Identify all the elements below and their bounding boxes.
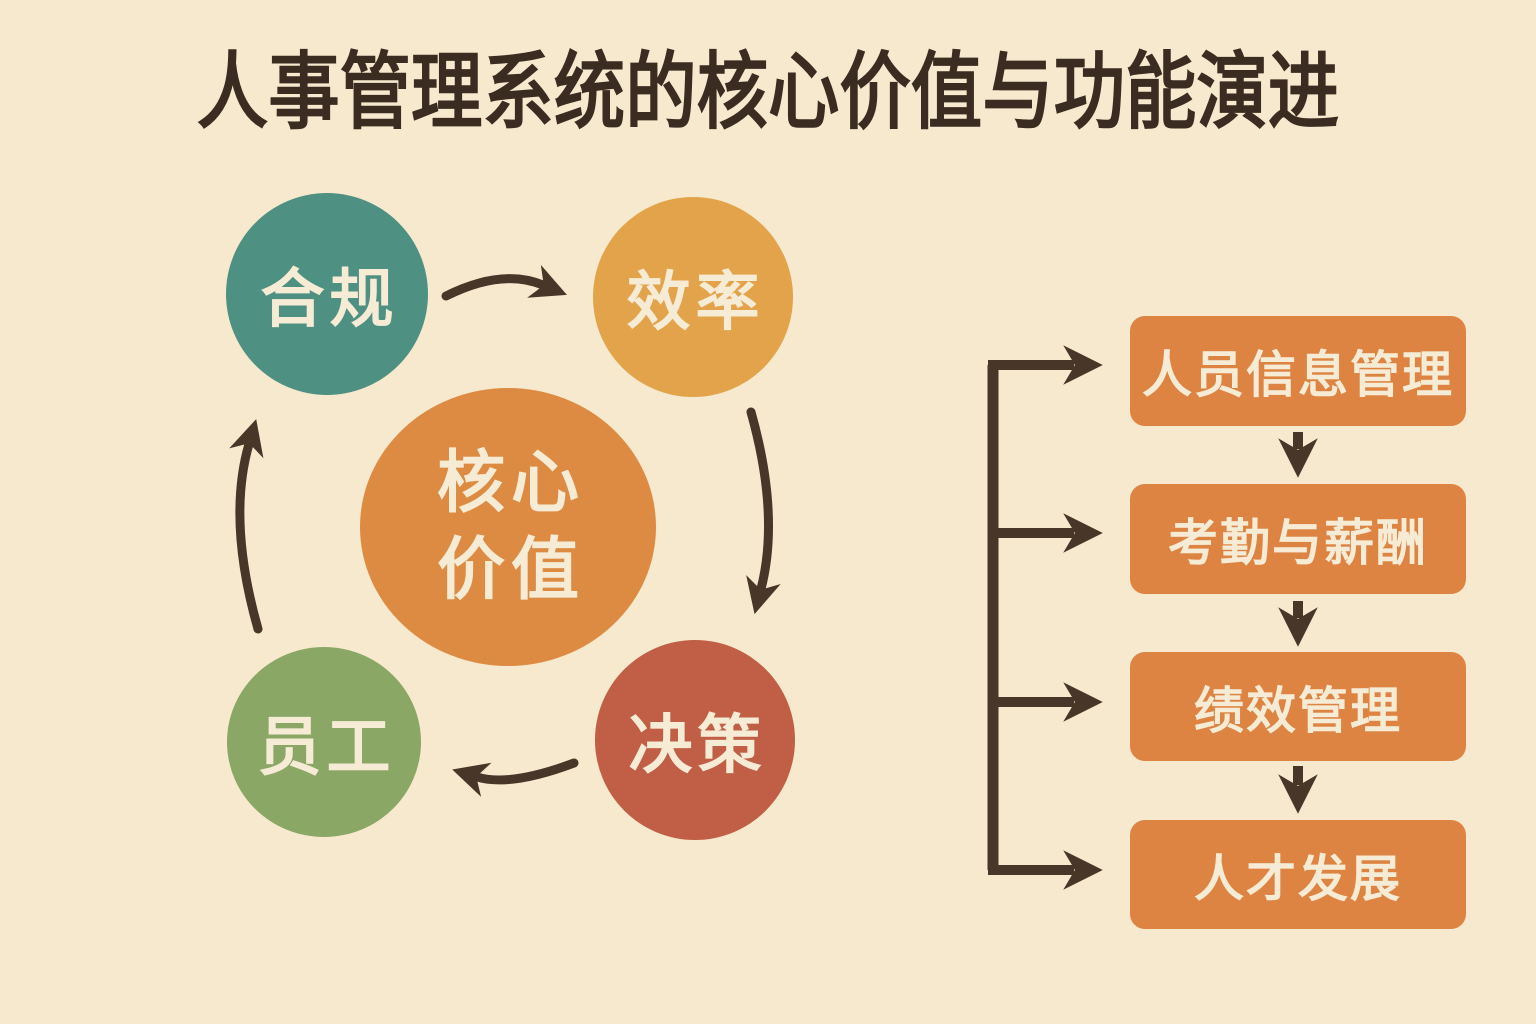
flow-step-attendance-payroll-label: 考勤与薪酬 — [1168, 515, 1428, 571]
cycle-node-efficiency: 效率 — [593, 197, 793, 397]
page-title-text: 人事管理系统的核心价值与功能演进 — [196, 45, 1340, 139]
cycle-node-compliance: 合规 — [226, 193, 428, 395]
cycle-node-decision: 决策 — [595, 640, 795, 840]
page-title: 人事管理系统的核心价值与功能演进 — [0, 45, 1536, 139]
cycle-arrow-compliance-to-efficiency-icon — [441, 264, 567, 301]
flow-step-personnel-info-label: 人员信息管理 — [1142, 347, 1454, 403]
employees-label: 员工 — [257, 711, 396, 783]
flow-step-talent-development: 人才发展 — [1130, 820, 1466, 929]
cycle-node-employees: 员工 — [227, 647, 421, 837]
cycle-arrow-employees-to-compliance-icon — [229, 419, 264, 634]
flow-step-performance-mgmt-label: 绩效管理 — [1194, 682, 1402, 739]
flow-step-attendance-payroll: 考勤与薪酬 — [1130, 484, 1466, 594]
cycle-node-core-value: 核心 价值 — [360, 388, 656, 666]
core-value-label-line1: 核心 — [436, 444, 585, 521]
compliance-label: 合规 — [260, 263, 399, 335]
flow-step-performance-mgmt: 绩效管理 — [1130, 652, 1466, 761]
decision-label: 决策 — [628, 709, 767, 781]
cycle-arrow-decision-to-employees-icon — [452, 758, 579, 797]
cycle-arrow-efficiency-to-decision-icon — [746, 407, 781, 615]
flow-step-talent-development-label: 人才发展 — [1194, 850, 1402, 907]
efficiency-label: 效率 — [626, 266, 765, 338]
core-value-label-line2: 价值 — [436, 532, 585, 608]
flow-step-personnel-info: 人员信息管理 — [1130, 316, 1466, 426]
